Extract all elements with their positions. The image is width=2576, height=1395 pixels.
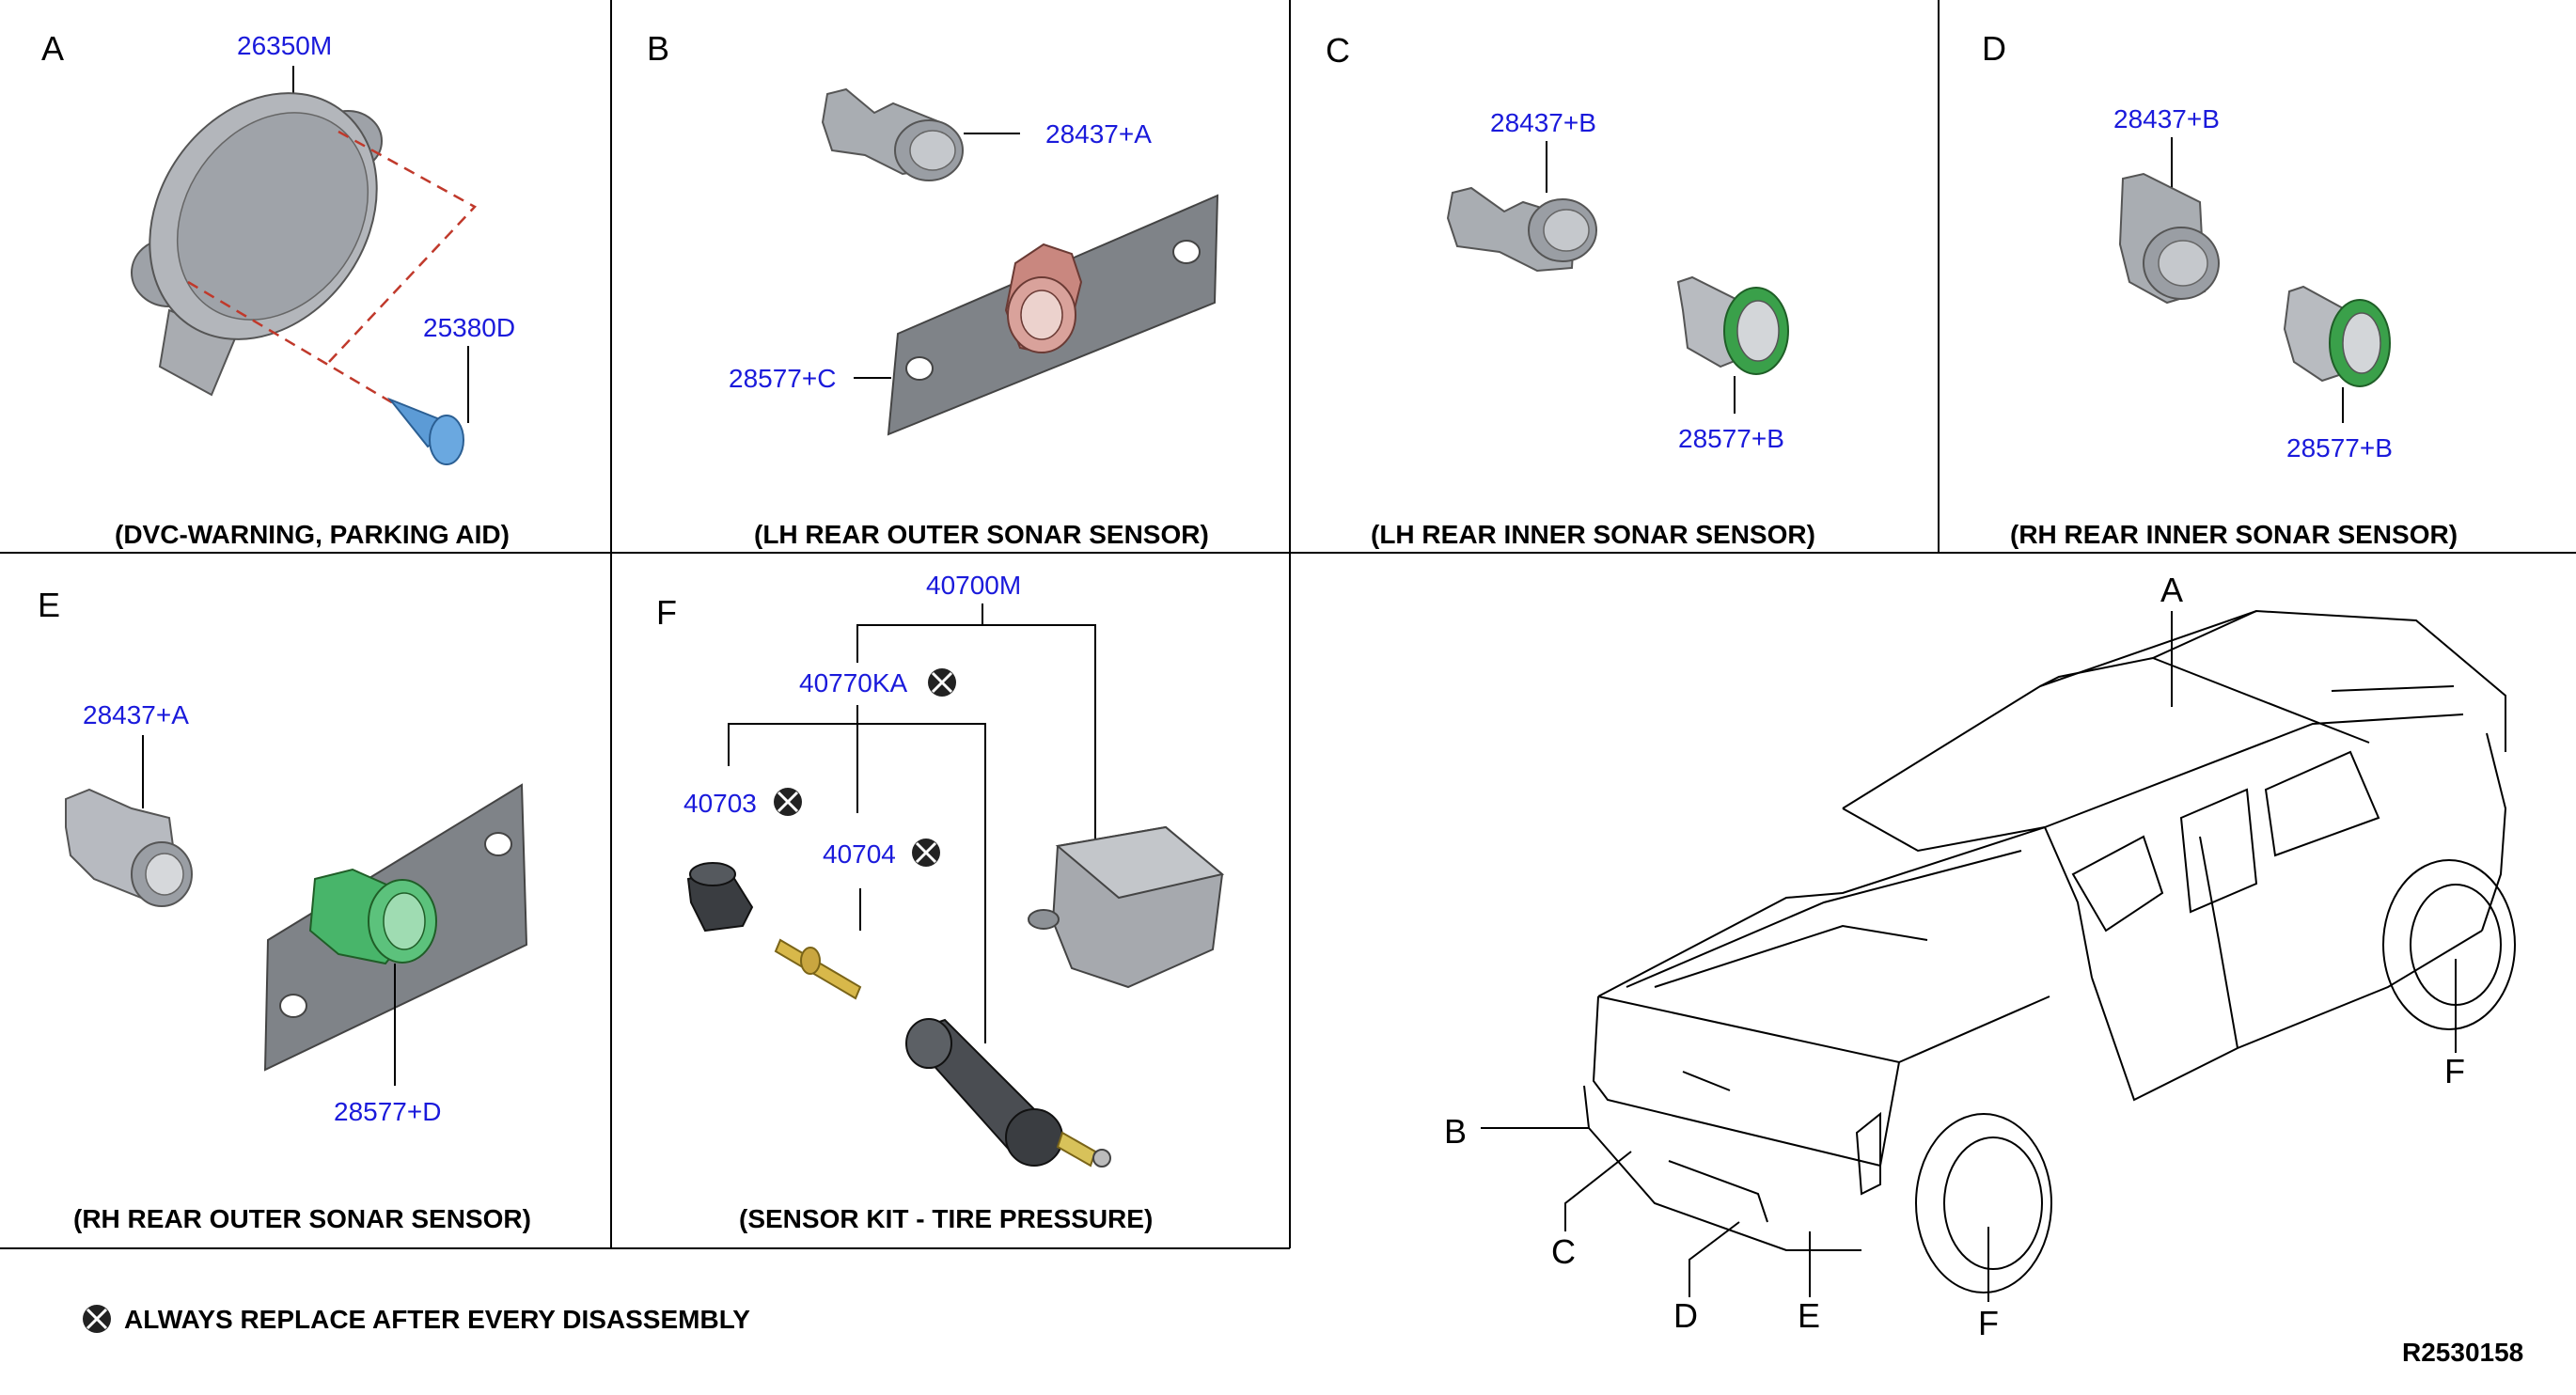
vehicle-callout-f-front: F	[2444, 1052, 2465, 1090]
replace-mark-icon	[83, 1305, 111, 1333]
replace-mark-icon	[912, 839, 940, 867]
panel-e: E 28437+A 28577+D (RH REAR OUTER SONAR S…	[38, 586, 531, 1233]
part-40770ka[interactable]: 40770KA	[799, 668, 908, 698]
panel-letter-f: F	[656, 593, 677, 632]
sensor-holder-illustration	[1676, 275, 1789, 375]
valve-core-illustration	[774, 938, 862, 1000]
panel-d: D 28437+B 28577+B (RH REAR INNER SONAR S…	[1982, 29, 2458, 549]
bracket-plate-illustration	[263, 783, 528, 1072]
valve-cap-illustration	[686, 862, 754, 933]
replace-mark-icon	[928, 668, 956, 697]
vehicle-callout-b: B	[1444, 1112, 1467, 1151]
part-28437-a-b[interactable]: 28437+A	[1045, 119, 1152, 149]
panel-a: A 26350M 25380D (DVC-WARNING, PARKING AI…	[41, 29, 515, 549]
panel-letter-d: D	[1982, 29, 2006, 68]
panel-f: F 40700M 40770KA 40703 40704	[656, 571, 1225, 1233]
panel-letter-e: E	[38, 586, 60, 624]
caption-f: (SENSOR KIT - TIRE PRESSURE)	[739, 1204, 1153, 1233]
part-40700m[interactable]: 40700M	[926, 571, 1021, 600]
vehicle-callout-c: C	[1551, 1232, 1576, 1271]
sonar-sensor-illustration	[2118, 172, 2220, 305]
part-28577-c[interactable]: 28577+C	[729, 364, 836, 393]
sonar-sensor-illustration	[1446, 186, 1597, 273]
vehicle-callout-d: D	[1673, 1296, 1698, 1335]
sonar-sensor-illustration	[821, 87, 964, 181]
reference-number: R2530158	[2402, 1338, 2523, 1367]
screw-illustration	[386, 397, 464, 465]
vehicle-callout-a: A	[2160, 571, 2183, 609]
caption-c: (LH REAR INNER SONAR SENSOR)	[1371, 520, 1815, 549]
part-40703[interactable]: 40703	[683, 789, 757, 818]
part-28437-b-d[interactable]: 28437+B	[2113, 104, 2220, 133]
panel-grid	[0, 0, 2576, 1249]
vehicle-callout-f-rear: F	[1978, 1304, 1999, 1342]
panel-letter-b: B	[647, 29, 669, 68]
panel-b: B 28437+A 28577+C (LH REAR OUTER SONAR S…	[647, 29, 1219, 549]
pickup-truck-illustration	[1583, 609, 2516, 1293]
part-28577-b-c[interactable]: 28577+B	[1678, 424, 1784, 453]
valve-stem-illustration	[905, 1018, 1111, 1168]
panel-letter-c: C	[1326, 31, 1350, 70]
replace-note: ALWAYS REPLACE AFTER EVERY DISASSEMBLY	[83, 1305, 750, 1334]
caption-e: (RH REAR OUTER SONAR SENSOR)	[73, 1204, 531, 1233]
sonar-sensor-illustration	[65, 788, 193, 907]
caption-d: (RH REAR INNER SONAR SENSOR)	[2010, 520, 2458, 549]
caption-a: (DVC-WARNING, PARKING AID)	[115, 520, 510, 549]
part-40704[interactable]: 40704	[823, 839, 896, 869]
part-28577-b-d[interactable]: 28577+B	[2286, 433, 2393, 462]
bracket-plate-illustration	[887, 194, 1219, 436]
part-25380d[interactable]: 25380D	[423, 313, 515, 342]
part-28577-d[interactable]: 28577+D	[334, 1097, 441, 1126]
replace-note-text: ALWAYS REPLACE AFTER EVERY DISASSEMBLY	[124, 1305, 750, 1334]
part-26350m[interactable]: 26350M	[237, 31, 332, 60]
part-28437-a-e[interactable]: 28437+A	[83, 700, 189, 729]
panel-c: C 28437+B 28577+B (LH REAR INNER SONAR S…	[1326, 31, 1815, 549]
tpms-sensor-illustration	[1028, 825, 1225, 989]
sensor-holder-illustration	[2283, 285, 2391, 387]
buzzer-illustration	[131, 92, 383, 397]
vehicle-overview: A B C D E F F	[1444, 571, 2516, 1342]
vehicle-callout-e: E	[1798, 1296, 1820, 1335]
caption-b: (LH REAR OUTER SONAR SENSOR)	[754, 520, 1209, 549]
part-28437-b-c[interactable]: 28437+B	[1490, 108, 1596, 137]
panel-letter-a: A	[41, 29, 64, 68]
replace-mark-icon	[774, 788, 802, 816]
